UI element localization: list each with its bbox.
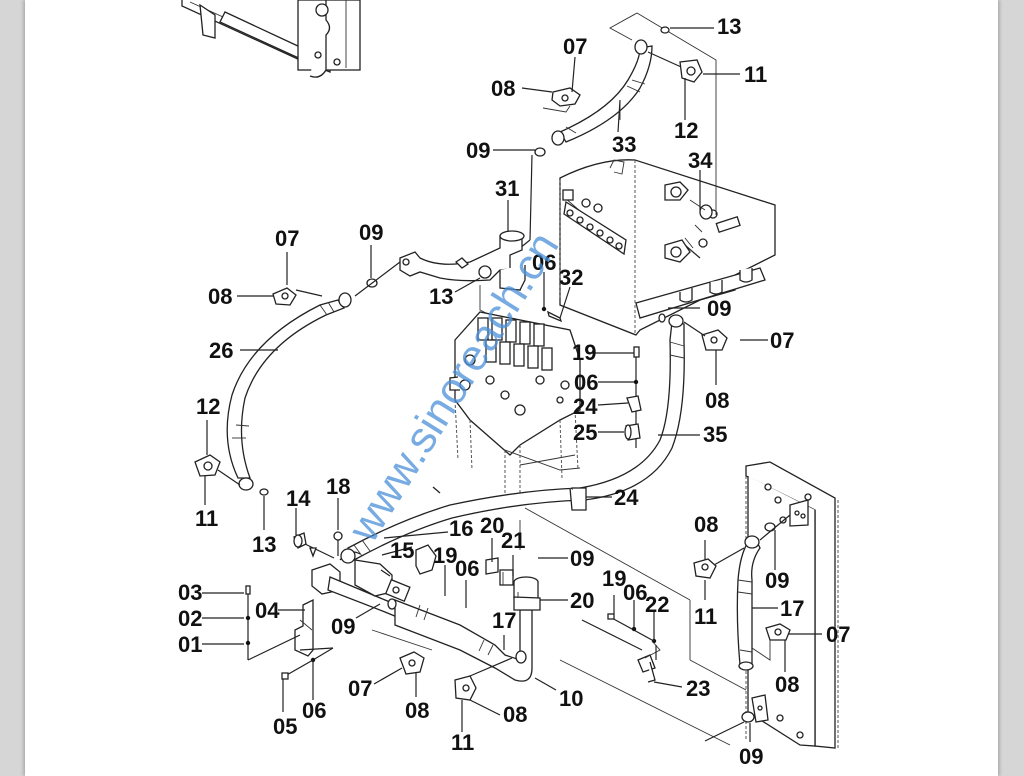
callout-06: 06 [623,580,647,605]
callout-19: 19 [433,543,457,568]
callout-02: 02 [178,606,202,631]
callout-32: 32 [559,265,583,290]
callout-23: 23 [686,676,710,701]
callout-31: 31 [495,176,519,201]
callout-17: 17 [492,608,516,633]
callout-06: 06 [302,698,326,723]
callout-15: 15 [390,538,414,563]
callout-06: 06 [532,250,556,275]
callout-24: 24 [573,394,598,419]
hydraulic-tank [559,159,776,336]
callout-08: 08 [694,512,718,537]
callout-07: 07 [563,34,587,59]
control-valve [449,311,581,510]
callout-16: 16 [449,516,473,541]
callout-08: 08 [405,698,429,723]
lower-pipe-assembly [293,507,747,746]
callout-07: 07 [826,622,850,647]
hose-35 [347,313,728,561]
callout-17: 17 [780,596,804,621]
callout-09: 09 [570,546,594,571]
callout-11: 11 [195,506,218,531]
callout-14: 14 [286,486,311,511]
callout-11: 11 [451,730,474,755]
callout-09: 09 [466,138,490,163]
callout-09: 09 [359,220,383,245]
callout-18: 18 [326,474,350,499]
callout-26: 26 [209,338,233,363]
callout-labels: 07 08 09 33 13 11 12 34 31 07 09 08 13 0… [178,14,850,769]
bracket-04-assembly [245,585,334,712]
callout-11: 11 [744,62,767,87]
callout-20: 20 [480,513,504,538]
callout-33: 33 [612,132,636,157]
callout-08: 08 [775,672,799,697]
oil-cooler [693,461,839,749]
callout-08: 08 [491,76,515,101]
callout-07: 07 [770,328,794,353]
callout-22: 22 [645,592,669,617]
callout-08: 08 [208,284,232,309]
callout-13: 13 [429,284,453,309]
callout-05: 05 [273,714,297,739]
callout-19: 19 [572,340,596,365]
callout-25: 25 [573,420,597,445]
callout-13: 13 [717,14,741,39]
callout-09: 09 [331,614,355,639]
callout-13: 13 [252,532,276,557]
callout-04: 04 [255,598,280,623]
callout-21: 21 [501,528,525,553]
callout-09: 09 [765,568,789,593]
callout-07: 07 [275,226,299,251]
callout-06: 06 [574,370,598,395]
callout-09: 09 [707,296,731,321]
callout-11: 11 [694,604,717,629]
callout-01: 01 [178,632,202,657]
callout-09: 09 [739,744,763,769]
leader-lines [202,27,822,742]
lower-flanges [373,595,683,732]
callout-08: 08 [503,702,527,727]
callout-07: 07 [348,676,372,701]
hose-33-assembly [519,12,717,249]
callout-34: 34 [688,148,713,173]
callout-10: 10 [559,686,583,711]
callout-35: 35 [703,422,727,447]
callout-12: 12 [196,394,220,419]
callout-19: 19 [602,566,626,591]
hose-26-assembly [194,261,401,496]
callout-20: 20 [570,588,594,613]
top-left-pipe-assembly [181,0,361,78]
valve-mount-parts [541,272,642,448]
callout-08: 08 [705,388,729,413]
callout-24: 24 [614,485,639,510]
callout-12: 12 [674,118,698,143]
callout-06: 06 [455,556,479,581]
callout-03: 03 [178,580,202,605]
